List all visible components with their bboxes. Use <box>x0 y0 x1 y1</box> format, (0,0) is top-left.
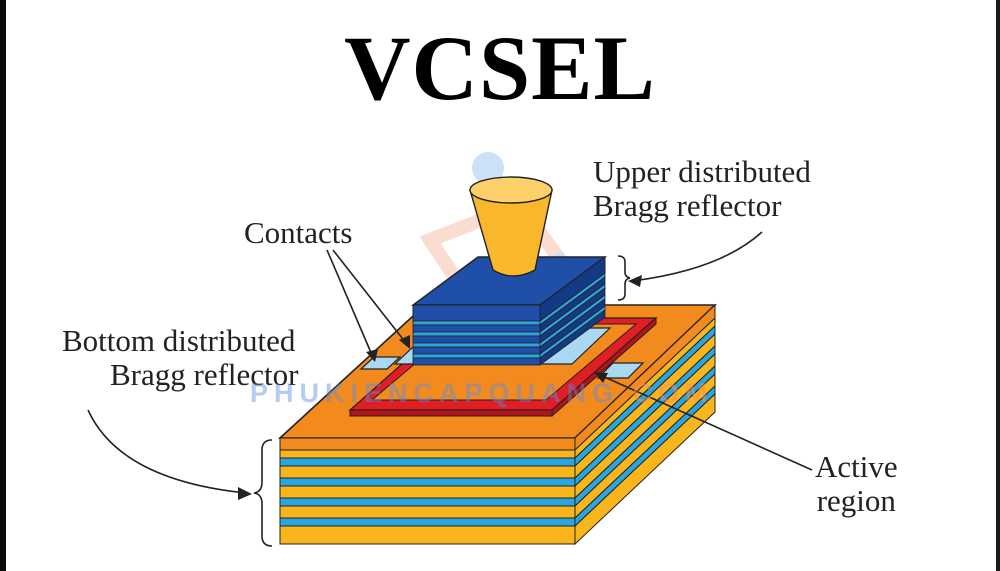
upper-dbr-stack <box>410 256 608 366</box>
bottom-contact-pad-right <box>596 362 645 379</box>
bottom-dbr-front-face <box>279 437 576 545</box>
watermark-text: PHUKIENCAPQUANG.COM <box>250 378 714 409</box>
arrow-contacts-1 <box>326 249 373 356</box>
label-active-region-line1: Active <box>815 449 898 484</box>
label-bottom-dbr: Bottom distributed Bragg reflector <box>62 324 298 392</box>
label-upper-dbr: Upper distributed Bragg reflector <box>593 155 811 223</box>
watermark-text-a: PHUKIENCAPQUANG <box>250 378 620 408</box>
right-frame-edge <box>996 0 1000 571</box>
watermark-text-b: .COM <box>619 378 714 408</box>
label-upper-dbr-line1: Upper distributed <box>593 154 811 189</box>
label-bottom-dbr-line1: Bottom distributed <box>62 323 296 358</box>
arrowhead-contacts-2 <box>399 335 410 349</box>
light-output-cone <box>469 176 553 277</box>
arrow-active-region <box>599 374 813 471</box>
arrow-upper-dbr <box>631 231 763 282</box>
leader-lines <box>87 231 813 500</box>
arrow-bottom-dbr <box>87 409 247 494</box>
bottom-dbr-brace <box>253 439 273 547</box>
label-upper-dbr-line2: Bragg reflector <box>593 188 782 223</box>
left-frame-edge <box>0 0 6 571</box>
label-active-region-line2: region <box>816 483 896 518</box>
upper-dbr-right-face <box>539 256 606 366</box>
arrowhead-upper-dbr <box>628 275 642 287</box>
upper-dbr-brace <box>617 255 631 301</box>
arrow-contacts-2 <box>332 249 407 344</box>
label-active-region: Active region <box>815 450 898 518</box>
bottom-contact-pad-left <box>359 356 402 370</box>
label-bottom-dbr-line2: Bragg reflector <box>110 357 299 392</box>
label-contacts: Contacts <box>244 215 353 250</box>
upper-dbr-front-face <box>412 304 541 366</box>
arrowhead-contacts-1 <box>366 349 378 362</box>
arrowhead-bottom-dbr <box>238 487 252 500</box>
diagram-title: VCSEL <box>344 17 656 119</box>
arrowhead-active-region <box>594 372 608 383</box>
